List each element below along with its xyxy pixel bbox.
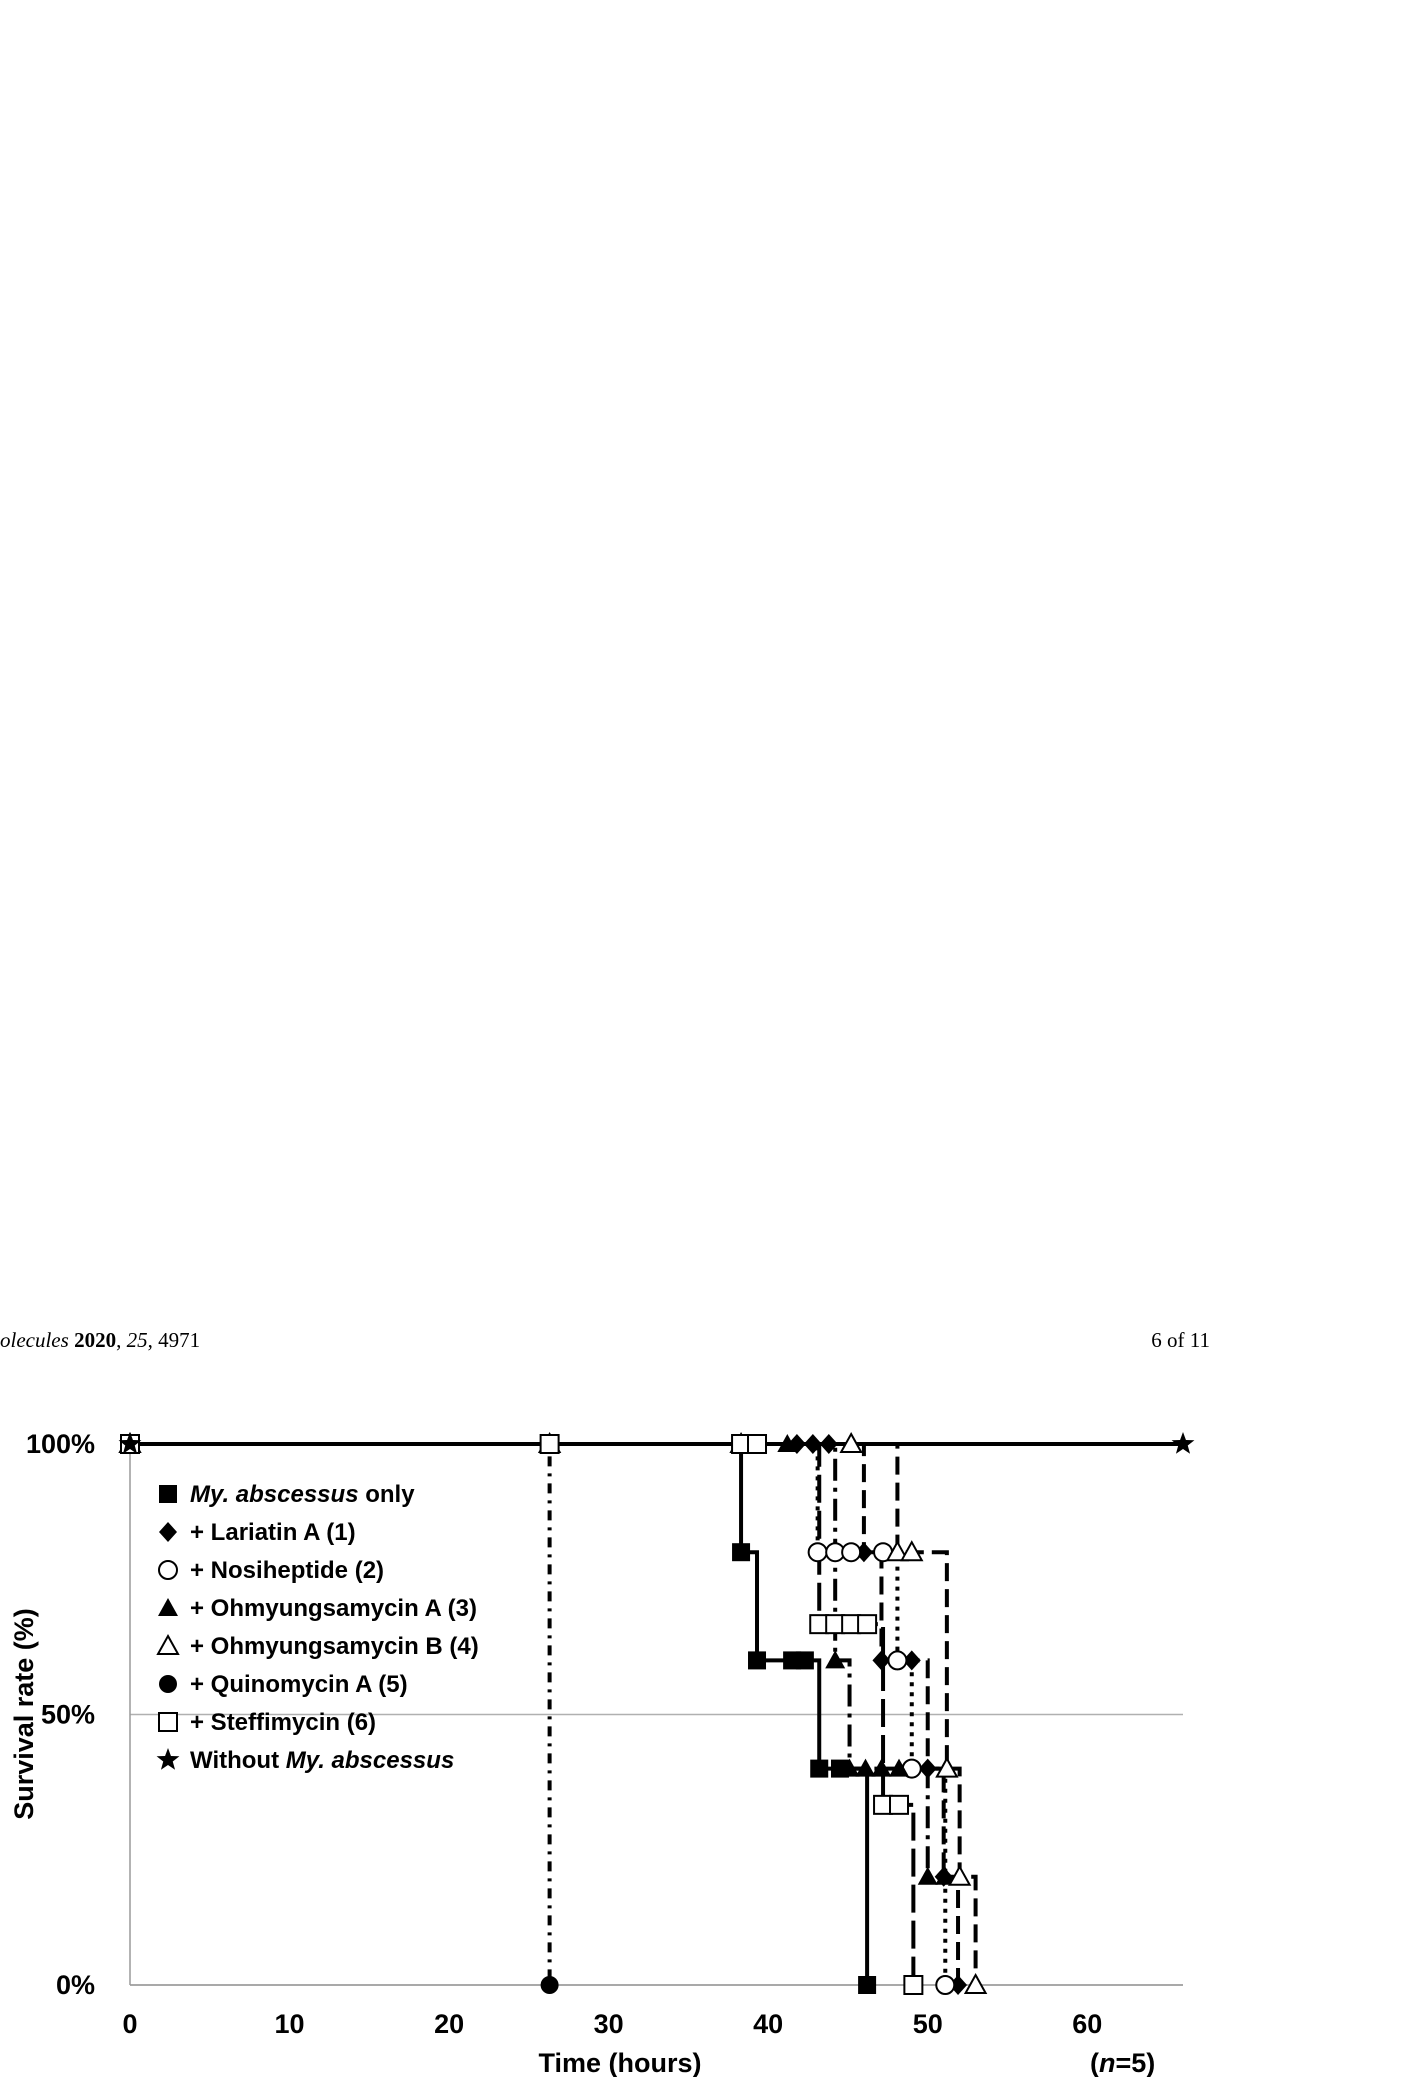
x-tick-label: 20	[434, 2009, 464, 2039]
legend-marker	[159, 1675, 177, 1693]
x-tick-label: 0	[122, 2009, 137, 2039]
legend-marker	[156, 1633, 180, 1655]
journal-name: olecules	[0, 1328, 69, 1352]
data-point	[747, 1434, 768, 1454]
axes	[129, 1440, 1183, 1986]
data-point	[917, 1866, 938, 1885]
legend-marker	[158, 1712, 178, 1732]
data-point	[889, 1794, 910, 1815]
data-point	[839, 1431, 863, 1453]
x-tick-label: 40	[753, 2009, 783, 2039]
legend-marker	[156, 1748, 180, 1770]
data-point	[872, 1650, 891, 1671]
data-point	[900, 1540, 924, 1562]
x-tick-label: 30	[594, 2009, 624, 2039]
legend-label: + Ohmyungsamycin A (3)	[190, 1595, 477, 1622]
data-point	[871, 1758, 892, 1777]
x-tick-label: 60	[1072, 2009, 1102, 2039]
legend-label: + Ohmyungsamycin B (4)	[190, 1633, 479, 1660]
data-point	[795, 1651, 814, 1670]
journal-year: 2020	[74, 1328, 117, 1352]
journal-citation: olecules 2020, 25, 4971	[0, 1328, 201, 1352]
legend-label: + Nosiheptide (2)	[190, 1557, 384, 1584]
legend-marker	[159, 1522, 177, 1542]
data-point	[825, 1650, 846, 1669]
data-point	[732, 1543, 751, 1562]
y-tick-label: 0%	[56, 1970, 95, 2000]
journal-volume: 25	[126, 1328, 148, 1352]
legend-marker	[158, 1560, 178, 1580]
legend-label: Without My. abscessus	[190, 1747, 454, 1774]
data-point	[947, 1864, 972, 1886]
data-point	[803, 1434, 822, 1454]
data-point	[887, 1650, 908, 1671]
y-axis-label: Survival rate (%)	[9, 1608, 39, 1820]
x-tick-label: 50	[913, 2009, 943, 2039]
legend-label: My. abscessus only	[190, 1481, 415, 1508]
y-tick-label: 50%	[41, 1700, 95, 1730]
data-point	[858, 1976, 877, 1994]
legend-label: + Steffimycin (6)	[190, 1709, 376, 1736]
data-point	[748, 1651, 767, 1670]
y-tick-label: 100%	[26, 1429, 95, 1459]
page-header: olecules 2020, 25, 4971 6 of 11	[0, 1320, 1406, 1360]
legend: My. abscessus only + Lariatin A (1) + Nosi…	[156, 1481, 479, 1774]
data-point	[819, 1434, 838, 1454]
data-point	[777, 1434, 798, 1452]
data-point	[889, 1758, 910, 1777]
sample-size-note: (n=5)	[1090, 2048, 1155, 2077]
data-point	[963, 1972, 988, 1994]
article-number: 4971	[158, 1328, 201, 1352]
data-point	[902, 1650, 921, 1671]
data-point	[935, 1756, 959, 1778]
x-axis-label: Time (hours)	[538, 2048, 701, 2077]
data-point	[857, 1614, 878, 1635]
legend-marker	[159, 1485, 177, 1503]
data-point	[885, 1540, 910, 1562]
data-point	[935, 1975, 956, 1995]
data-point	[540, 1976, 559, 1994]
page-number: 6 of 11	[1151, 1328, 1210, 1352]
data-point	[539, 1434, 560, 1454]
data-point	[841, 1542, 862, 1563]
data-point	[839, 1758, 860, 1777]
data-point	[935, 1866, 956, 1885]
data-point	[903, 1975, 924, 1995]
series-markers	[118, 1431, 1195, 1995]
tick-labels: 0 10 20 30 40 50 60 0% 50% 100%	[26, 1429, 1102, 2039]
data-point	[1171, 1432, 1195, 1454]
data-point	[807, 1542, 828, 1563]
data-point	[118, 1432, 142, 1454]
legend-marker	[158, 1598, 178, 1616]
legend-label: + Quinomycin A (5)	[190, 1671, 408, 1698]
x-tick-label: 10	[275, 2009, 305, 2039]
data-point	[855, 1758, 876, 1777]
series-line	[130, 1442, 946, 1879]
data-point	[810, 1759, 829, 1778]
data-point	[918, 1758, 937, 1779]
legend-label: + Lariatin A (1)	[190, 1519, 356, 1546]
